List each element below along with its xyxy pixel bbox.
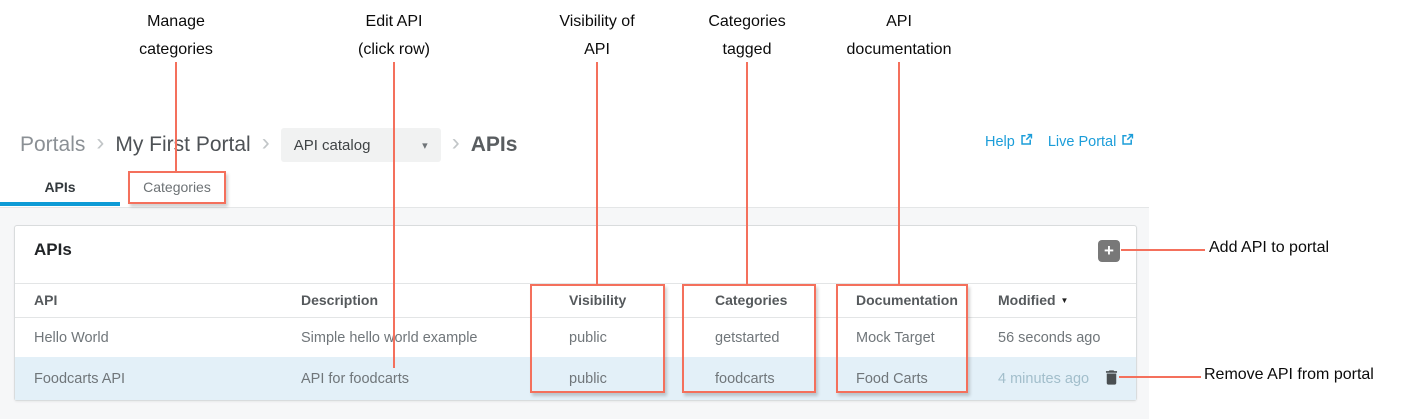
table-row[interactable]: Foodcarts API API for foodcarts public f… [15,357,1136,400]
callout-line: (click row) [358,41,430,58]
callout-manage-categories: Manage categories [86,8,266,64]
breadcrumb-chevron-icon: › [261,129,270,156]
cell-api: Hello World [34,329,109,346]
cell-api: Foodcarts API [34,370,126,387]
trash-icon [1102,369,1121,391]
breadcrumb: Portals › My First Portal › API catalog … [20,127,517,163]
callout-visibility-of-api: Visibility of API [507,8,687,64]
add-api-button[interactable]: + [1098,240,1120,262]
external-link-icon [1121,133,1134,150]
divider [15,283,1136,284]
cell-visibility: public [569,370,607,387]
cell-documentation: Mock Target [856,329,935,346]
column-header-api: API [34,292,58,308]
callout-api-documentation: API documentation [809,8,989,64]
header-links: Help Live Portal [985,133,1134,150]
catalog-dropdown-value: API catalog [293,136,371,154]
catalog-dropdown[interactable]: API catalog ▾ [280,128,441,162]
external-link-icon [1020,133,1033,150]
cell-modified: 56 seconds ago [998,329,1101,346]
column-header-documentation: Documentation [856,292,958,308]
breadcrumb-chevron-icon: › [451,129,460,156]
callout-line: Edit API [365,13,423,30]
apis-panel: APIs + API Description Visibility Catego… [14,225,1137,401]
plus-icon: + [1104,241,1114,260]
live-portal-link-label: Live Portal [1047,133,1117,150]
callout-line: API [584,41,610,58]
callout-line: tagged [722,41,772,58]
remove-api-button[interactable] [1100,367,1122,391]
cell-categories: getstarted [715,329,780,346]
callout-add-api-to-portal: Add API to portal [1209,239,1330,256]
callout-remove-api-from-portal: Remove API from portal [1204,366,1374,383]
callout-line: Manage [147,13,205,30]
column-header-modified-label: Modified [998,292,1056,308]
breadcrumb-chevron-icon: › [96,129,105,156]
column-header-categories: Categories [715,292,788,308]
cell-visibility: public [569,329,607,346]
tab-apis[interactable]: APIs [44,179,76,195]
breadcrumb-portals[interactable]: Portals [20,133,86,156]
column-header-visibility: Visibility [569,292,627,308]
callout-line: Visibility of [559,13,635,30]
cell-modified: 4 minutes ago [998,370,1090,387]
cell-description: API for foodcarts [301,370,409,387]
panel-title: APIs [34,240,72,259]
help-link[interactable]: Help [985,133,1033,150]
chevron-down-icon: ▾ [422,139,428,152]
help-link-label: Help [985,133,1015,150]
sort-desc-icon: ▼ [1060,296,1069,305]
breadcrumb-portal-name[interactable]: My First Portal [115,133,251,156]
divider [15,317,1136,318]
breadcrumb-current-page: APIs [470,133,518,156]
table-row[interactable]: Hello World Simple hello world example p… [15,318,1136,357]
cell-categories: foodcarts [715,370,775,387]
callout-categories-tagged: Categories tagged [657,8,837,64]
callout-edit-api: Edit API (click row) [304,8,484,64]
active-tab-underline [0,202,120,206]
column-header-modified[interactable]: Modified ▼ [998,292,1068,308]
cell-documentation: Food Carts [856,370,928,387]
callout-line: Categories [708,13,786,30]
callout-line: API [886,13,912,30]
column-header-description: Description [301,292,379,308]
tab-categories[interactable]: Categories [143,179,211,195]
callout-line: categories [139,41,213,58]
cell-description: Simple hello world example [301,329,478,346]
live-portal-link[interactable]: Live Portal [1048,133,1135,150]
callout-line: documentation [846,41,952,58]
